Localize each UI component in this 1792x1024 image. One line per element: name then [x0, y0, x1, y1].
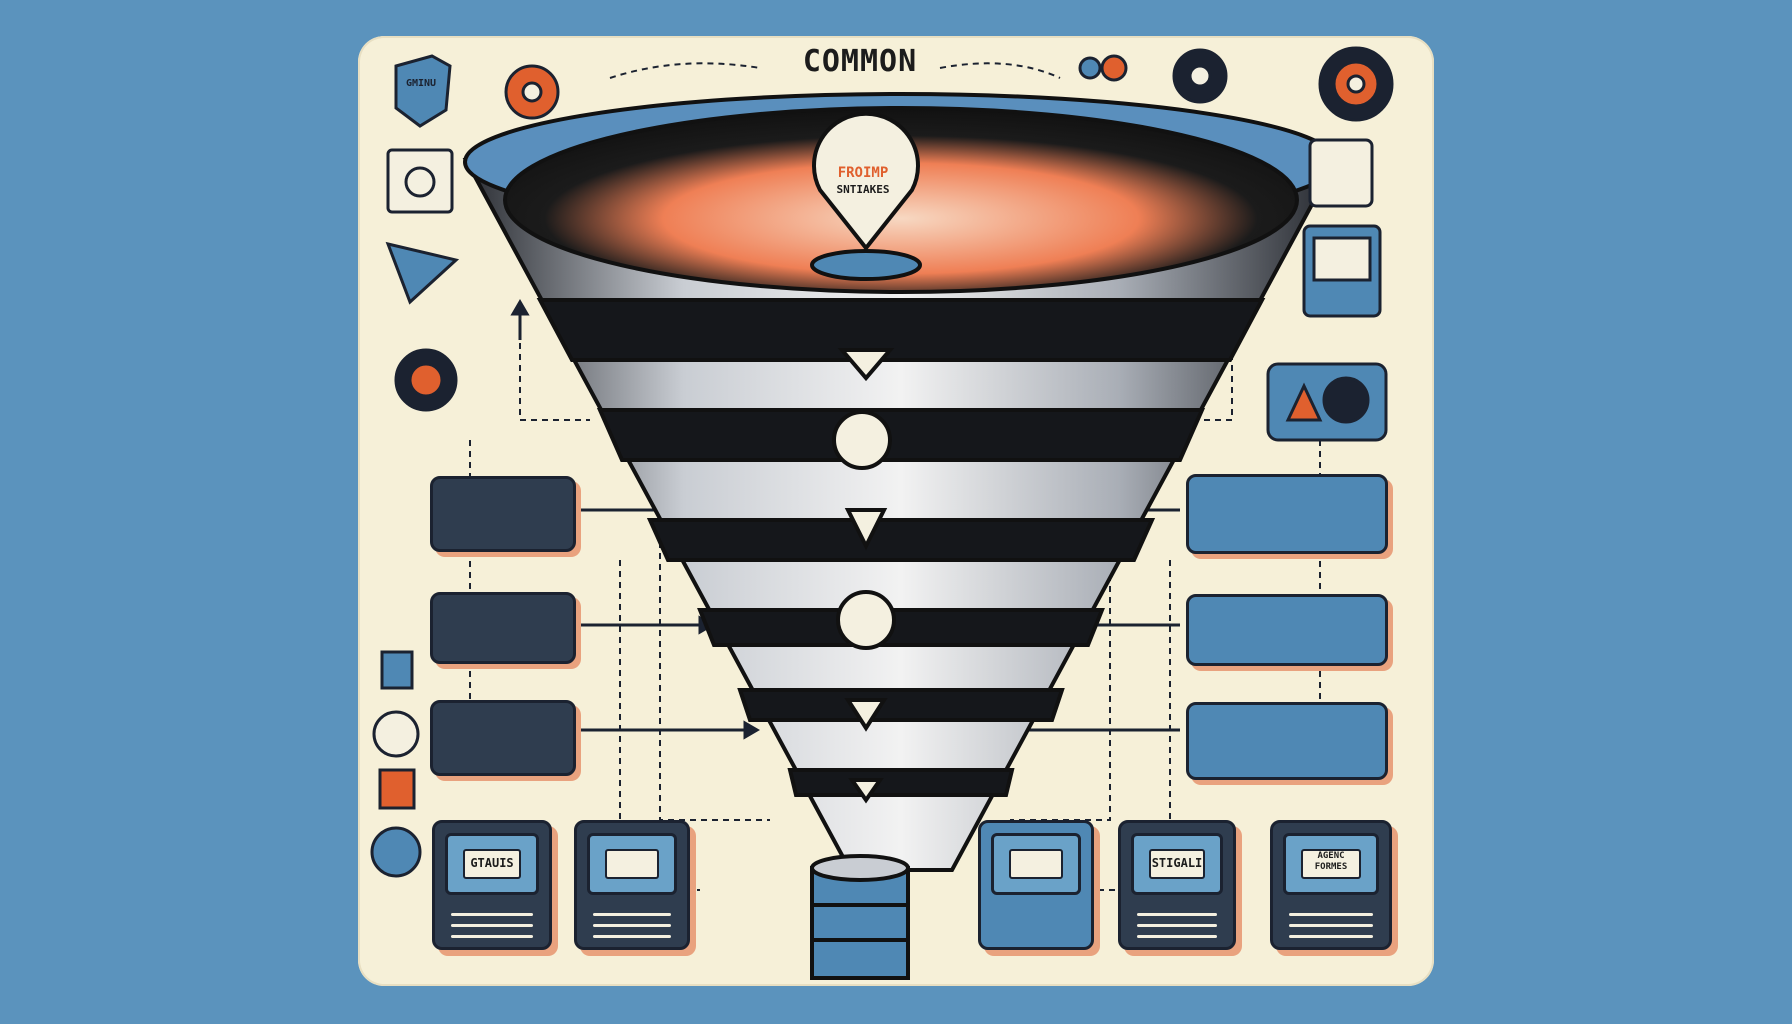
diagram-title: COMMON — [802, 44, 918, 79]
shield-label: GMINU — [405, 78, 437, 89]
pin-label-secondary: SNTIAKES — [836, 183, 890, 196]
bottom-card-3 — [978, 820, 1094, 950]
pin-label-primary: FROIMP — [837, 165, 889, 181]
bottom-card-4: STIGALI — [1118, 820, 1236, 950]
stage-medallions — [832, 348, 896, 804]
left-process-box-2 — [430, 592, 576, 664]
right-process-box-1 — [1186, 474, 1388, 554]
bottom-card-tag — [1009, 849, 1063, 879]
funnel — [462, 92, 1340, 980]
right-decorative-icons — [1078, 46, 1394, 442]
bottom-card-tag: AGENC FORMES — [1301, 849, 1361, 879]
left-process-box-3 — [430, 700, 576, 776]
right-process-box-2 — [1186, 594, 1388, 666]
left-process-box-1 — [430, 476, 576, 552]
right-process-box-3 — [1186, 702, 1388, 780]
bottom-card-1: GTAUIS — [432, 820, 552, 950]
pin-marker — [812, 111, 920, 252]
bottom-card-tag — [605, 849, 659, 879]
bottom-card-2 — [574, 820, 690, 950]
left-decorative-icons — [370, 54, 560, 878]
bottom-card-tag: GTAUIS — [463, 849, 521, 879]
bottom-card-tag: STIGALI — [1149, 849, 1205, 879]
bottom-card-5: AGENC FORMES — [1270, 820, 1392, 950]
